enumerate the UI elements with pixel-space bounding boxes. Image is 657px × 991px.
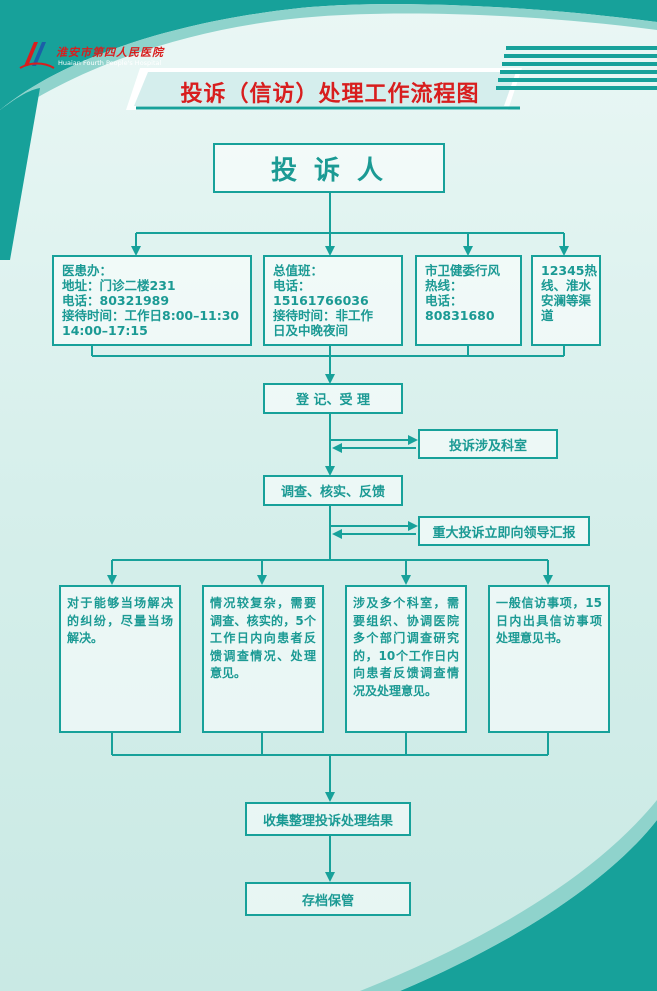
node-health-commission: 市卫健委行风 热线： 电话： 80831680 bbox=[415, 255, 522, 346]
node-major-report: 重大投诉立即向领导汇报 bbox=[418, 516, 590, 546]
node-dept-involved: 投诉涉及科室 bbox=[418, 429, 558, 459]
node-dept-involved-label: 投诉涉及科室 bbox=[448, 438, 527, 454]
hospital-name-en: Huaian Fourth People's Hospital bbox=[58, 59, 162, 67]
header-stripes bbox=[496, 46, 657, 90]
node-case-onsite: 对于能够当场解决的纠纷，尽量当场解决。 bbox=[59, 585, 181, 733]
node-register-label: 登 记、受 理 bbox=[295, 393, 371, 408]
node-case-multi: 涉及多个科室，需要组织、协调医院多个部门调查研究的，10个工作日内向患者反馈调查… bbox=[345, 585, 467, 733]
node-register: 登 记、受 理 bbox=[263, 383, 403, 414]
node-patient-office: 医患办： 地址：门诊二楼231 电话：80321989 接待时间：工作日8:00… bbox=[52, 255, 252, 346]
title-banner-back bbox=[126, 68, 522, 110]
node-archive-label: 存档保管 bbox=[301, 893, 354, 909]
node-collect-label: 收集整理投诉处理结果 bbox=[262, 813, 393, 829]
hospital-name-cn: 淮安市第四人民医院 bbox=[56, 46, 164, 59]
node-archive: 存档保管 bbox=[245, 882, 411, 916]
node-investigate: 调查、核实、反馈 bbox=[263, 475, 403, 506]
node-duty-office: 总值班： 电话： 15161766036 接待时间：非工作 日及中晚夜间 bbox=[263, 255, 403, 346]
hospital-logo-icon bbox=[19, 42, 55, 69]
node-hotline: 12345热 线、淮水 安澜等渠 道 bbox=[531, 255, 601, 346]
node-case-complex: 情况较复杂，需要调查、核实的，5个工作日内向患者反馈调查情况、处理意见。 bbox=[202, 585, 324, 733]
page-title: 投诉（信访）处理工作流程图 bbox=[180, 82, 480, 107]
top-band bbox=[0, 0, 657, 110]
node-complainant-label: 投 诉 人 bbox=[270, 155, 388, 186]
node-case-general: 一般信访事项，15日内出具信访事项处理意见书。 bbox=[488, 585, 610, 733]
node-collect: 收集整理投诉处理结果 bbox=[245, 802, 411, 836]
bottom-swoosh bbox=[400, 820, 657, 991]
node-major-report-label: 重大投诉立即向领导汇报 bbox=[432, 525, 576, 541]
node-complainant: 投 诉 人 bbox=[213, 143, 445, 193]
node-investigate-label: 调查、核实、反馈 bbox=[280, 485, 385, 500]
flow-connectors bbox=[91, 193, 569, 882]
